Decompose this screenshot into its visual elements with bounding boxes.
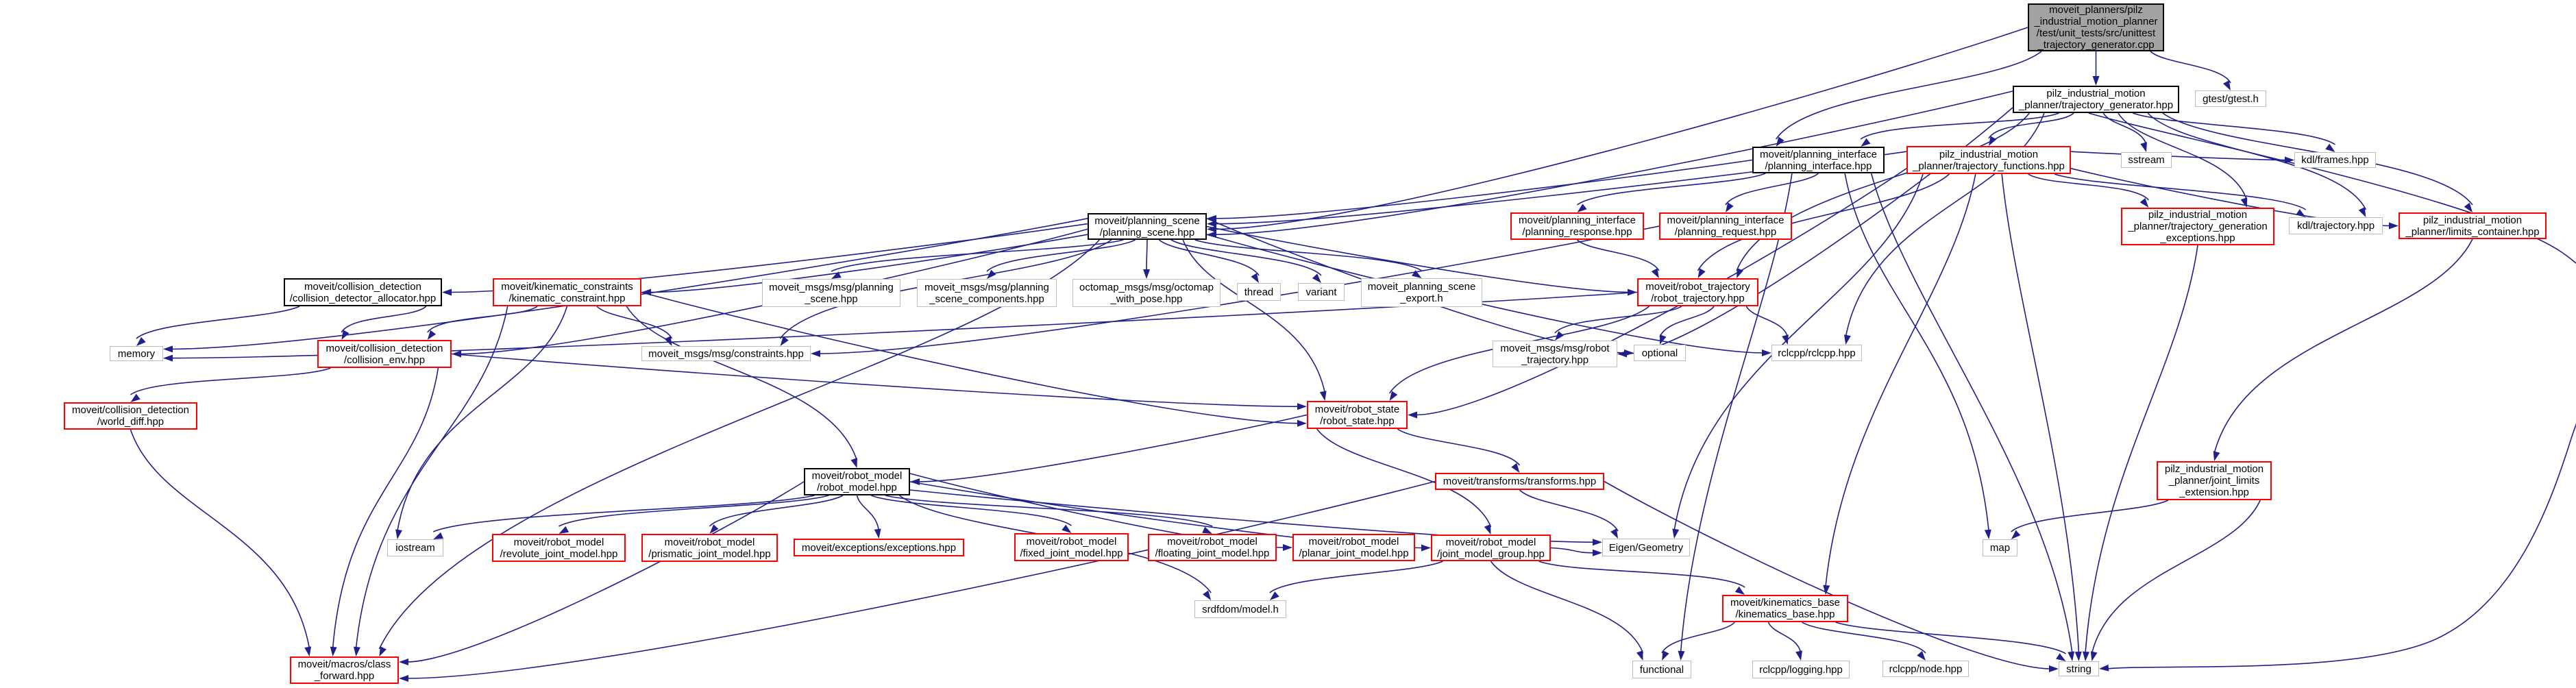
node-moveit-transforms-transforms-hpp[interactable]: moveit/transforms/transforms.hpp (1435, 473, 1604, 490)
node-pilz-industrial-motion-planner-trajectory-generation-exceptions-hpp[interactable]: pilz_industrial_motion _planner/trajecto… (2121, 208, 2274, 245)
node-string[interactable]: string (2059, 661, 2099, 676)
node-rclcpp-node-hpp[interactable]: rclcpp/node.hpp (1882, 661, 1969, 677)
node-moveit-planning-interface-planning-response-hpp[interactable]: moveit/planning_interface /planning_resp… (1510, 212, 1644, 240)
node-moveit-robot-model-revolute-joint-model-hpp[interactable]: moveit/robot_model /revolute_joint_model… (492, 534, 626, 562)
node-pilz-industrial-motion-planner-trajectory-functions-hpp[interactable]: pilz_industrial_motion _planner/trajecto… (1906, 146, 2071, 174)
node-moveit-msgs-msg-planning-scene-hpp[interactable]: moveit_msgs/msg/planning _scene.hpp (762, 279, 900, 307)
node-moveit-robot-model-floating-joint-model-hpp[interactable]: moveit/robot_model /floating_joint_model… (1148, 534, 1277, 561)
node-moveit-macros-class-forward-hpp[interactable]: moveit/macros/class _forward.hpp (290, 656, 399, 684)
node-functional[interactable]: functional (1632, 661, 1691, 678)
node-moveit-robot-trajectory-robot-trajectory-hpp[interactable]: moveit/robot_trajectory /robot_trajector… (1637, 278, 1758, 306)
node-sstream[interactable]: sstream (2121, 152, 2172, 168)
node-kdl-frames-hpp[interactable]: kdl/frames.hpp (2294, 152, 2376, 168)
node-pilz-industrial-motion-planner-trajectory-generator-hpp[interactable]: pilz_industrial_motion _planner/trajecto… (2013, 86, 2179, 113)
node-srdfdom-model-h[interactable]: srdfdom/model.h (1194, 600, 1286, 618)
node-moveit-robot-model-fixed-joint-model-hpp[interactable]: moveit/robot_model /fixed_joint_model.hp… (1014, 533, 1129, 561)
node-moveit-exceptions-exceptions-hpp[interactable]: moveit/exceptions/exceptions.hpp (794, 539, 964, 556)
node-moveit-kinematic-constraints-kinematic-constraint-hpp[interactable]: moveit/kinematic_constraints /kinematic_… (493, 278, 641, 306)
node-moveit-kinematics-base-kinematics-base-hpp[interactable]: moveit/kinematics_base /kinematics_base.… (1722, 595, 1848, 622)
node-kdl-trajectory-hpp[interactable]: kdl/trajectory.hpp (2289, 217, 2383, 234)
node-iostream[interactable]: iostream (387, 539, 443, 556)
node-octomap-msgs-msg-octomap-with-pose-hpp[interactable]: octomap_msgs/msg/octomap _with_pose.hpp (1072, 279, 1220, 307)
node-moveit-msgs-msg-robot-trajectory-hpp[interactable]: moveit_msgs/msg/robot _trajectory.hpp (1493, 341, 1617, 367)
node-thread[interactable]: thread (1237, 283, 1281, 301)
node-moveit-planners-pilz-industrial-motion-planner-test-unit-tests-src-unittest-trajectory-generator-cpp[interactable]: moveit_planners/pilz _industrial_motion_… (2028, 3, 2164, 51)
node-moveit-robot-model-planar-joint-model-hpp[interactable]: moveit/robot_model /planar_joint_model.h… (1292, 534, 1415, 561)
node-rclcpp-rclcpp-hpp[interactable]: rclcpp/rclcpp.hpp (1771, 345, 1862, 361)
node-pilz-industrial-motion-planner-joint-limits-extension-hpp[interactable]: pilz_industrial_motion _planner/joint_li… (2157, 461, 2272, 500)
node-moveit-collision-detection-collision-env-hpp[interactable]: moveit/collision_detection /collision_en… (317, 340, 452, 368)
node-gtest-gtest-h[interactable]: gtest/gtest.h (2195, 90, 2266, 107)
node-rclcpp-logging-hpp[interactable]: rclcpp/logging.hpp (1752, 661, 1850, 678)
node-eigen-geometry[interactable]: Eigen/Geometry (1602, 539, 1690, 556)
node-moveit-planning-interface-planning-request-hpp[interactable]: moveit/planning_interface /planning_requ… (1659, 212, 1792, 240)
node-moveit-msgs-msg-constraints-hpp[interactable]: moveit_msgs/msg/constraints.hpp (641, 346, 811, 361)
node-moveit-collision-detection-collision-detector-allocator-hpp[interactable]: moveit/collision_detection /collision_de… (284, 278, 442, 306)
node-moveit-collision-detection-world-diff-hpp[interactable]: moveit/collision_detection /world_diff.h… (64, 402, 197, 430)
node-moveit-planning-scene-planning-scene-hpp[interactable]: moveit/planning_scene /planning_scene.hp… (1088, 213, 1207, 240)
node-memory[interactable]: memory (110, 346, 163, 361)
node-pilz-industrial-motion-planner-limits-container-hpp[interactable]: pilz_industrial_motion _planner/limits_c… (2399, 212, 2547, 239)
node-optional[interactable]: optional (1634, 345, 1686, 361)
node-moveit-robot-state-robot-state-hpp[interactable]: moveit/robot_state /robot_state.hpp (1307, 401, 1408, 429)
node-variant[interactable]: variant (1298, 283, 1345, 301)
node-map[interactable]: map (1983, 539, 2017, 556)
node-moveit-robot-model-robot-model-hpp[interactable]: moveit/robot_model /robot_model.hpp (804, 468, 910, 495)
node-moveit-planning-scene-export-h[interactable]: moveit_planning_scene _export.h (1361, 278, 1482, 307)
node-moveit-robot-model-joint-model-group-hpp[interactable]: moveit/robot_model /joint_model_group.hp… (1431, 535, 1551, 561)
node-moveit-planning-interface-planning-interface-hpp[interactable]: moveit/planning_interface /planning_inte… (1752, 147, 1885, 173)
node-moveit-robot-model-prismatic-joint-model-hpp[interactable]: moveit/robot_model /prismatic_joint_mode… (641, 534, 778, 562)
node-moveit-msgs-msg-planning-scene-components-hpp[interactable]: moveit_msgs/msg/planning _scene_componen… (917, 279, 1057, 307)
